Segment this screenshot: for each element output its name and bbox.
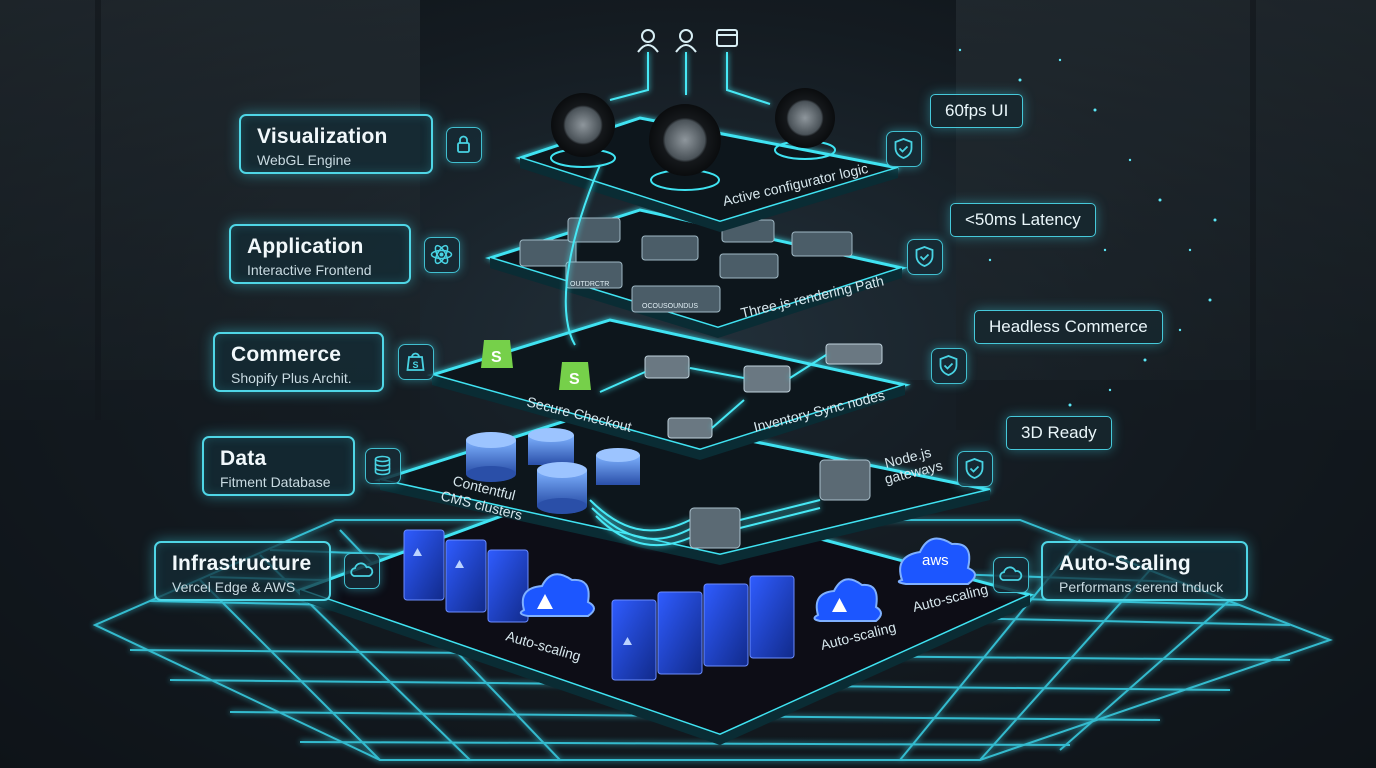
badge-latency: <50ms Latency — [950, 203, 1096, 237]
card-text-2: OCOUSOUNDUS — [642, 303, 698, 310]
infrastructure-plate: aws Auto-scaling Auto-scaling Auto-scali… — [295, 478, 1035, 745]
shopify-nodes: S S — [481, 340, 591, 390]
badge-headless-commerce: Headless Commerce — [974, 310, 1163, 344]
commerce-box-4 — [667, 417, 713, 439]
server-rack-group-right — [611, 575, 795, 681]
commerce-box-1 — [644, 355, 690, 379]
browser-window-icon — [716, 29, 738, 47]
layer-label-visualization: Visualization WebGL Engine — [239, 114, 433, 174]
svg-text:S: S — [491, 349, 502, 366]
layer-title: Visualization — [257, 125, 388, 148]
layer-label-commerce: Commerce Shopify Plus Archit. — [213, 332, 384, 392]
top-user-icons — [637, 29, 738, 53]
card-text-1: OUTDRCTR — [570, 281, 609, 288]
cloud-node-1 — [519, 573, 595, 617]
react-atom-icon — [424, 237, 460, 273]
shield-check-icon — [931, 348, 967, 384]
layer-subtitle: Interactive Frontend — [247, 262, 372, 278]
shield-check-icon — [886, 131, 922, 167]
database-cylinders — [466, 428, 640, 514]
layer-subtitle: WebGL Engine — [257, 152, 352, 168]
badge-3d-ready: 3D Ready — [1006, 416, 1112, 450]
database-icon — [365, 448, 401, 484]
layer-title: Application — [247, 235, 364, 258]
aws-text: aws — [922, 552, 949, 569]
layer-subtitle: Shopify Plus Archit. — [231, 370, 352, 386]
cloud-icon — [993, 557, 1029, 593]
particles — [958, 48, 1217, 407]
layer-subtitle: Fitment Database — [220, 474, 331, 490]
layer-subtitle: Vercel Edge & AWS — [172, 579, 296, 595]
application-plate: OUTDRCTR OCOUSOUNDUS Three.js rendering … — [484, 208, 908, 338]
svg-text:S: S — [569, 371, 580, 388]
data-plate: Contentful CMS clusters Node.js gateways — [374, 408, 991, 565]
ui-cards — [519, 217, 853, 313]
server-rack-group-left — [403, 529, 529, 623]
commerce-box-3 — [825, 343, 883, 365]
visualization-plate: Active configurator logic — [515, 88, 899, 232]
shield-check-icon — [907, 239, 943, 275]
commerce-plate: S S Secure Checkout Inventory Sync nodes — [426, 318, 911, 460]
cloud-icon — [344, 553, 380, 589]
user-connector-lines — [564, 52, 771, 346]
autoscaling-box: Auto-Scaling Performans serend tnduck — [1041, 541, 1248, 601]
layer-title: Commerce — [231, 343, 342, 366]
shopify-bag-icon: S — [398, 344, 434, 380]
badge-60fps: 60fps UI — [930, 94, 1024, 128]
lock-icon — [446, 127, 482, 163]
cloud-node-2 — [813, 578, 882, 622]
data-flow-lines — [589, 499, 821, 547]
user-icon — [637, 29, 659, 53]
layer-title: Data — [220, 447, 267, 470]
commerce-box-2 — [743, 365, 791, 393]
layer-label-data: Data Fitment Database — [202, 436, 355, 496]
layer-label-application: Application Interactive Frontend — [229, 224, 411, 284]
layer-label-infrastructure: Infrastructure Vercel Edge & AWS — [154, 541, 331, 601]
gateway-box-2 — [819, 459, 871, 501]
user-icon — [675, 29, 697, 53]
autoscaling-title: Auto-Scaling — [1059, 552, 1191, 575]
aws-cloud-node: aws — [897, 537, 976, 585]
tire-models — [550, 88, 836, 191]
shield-check-icon — [957, 451, 993, 487]
autoscaling-subtitle: Performans serend tnduck — [1059, 579, 1224, 595]
svg-text:S: S — [413, 360, 419, 370]
gateway-box-1 — [689, 507, 741, 549]
layer-title: Infrastructure — [172, 552, 312, 575]
